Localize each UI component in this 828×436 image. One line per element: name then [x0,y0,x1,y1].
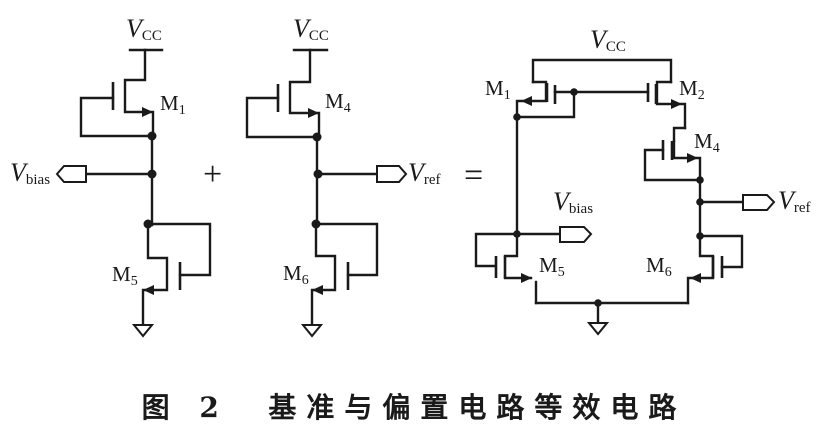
arrow-icon [312,285,323,295]
label-m4-right: M4 [694,129,720,156]
ground-icon [300,324,324,338]
label-m1-right: M1 [485,76,511,103]
left-circuit: VCC M1 Vbias M5 [10,14,212,338]
vbias-label-left: Vbias [10,158,50,188]
label-m1-left: M1 [160,91,186,118]
arrow-icon [687,153,698,163]
vcc-label-mid: VCC [293,14,329,44]
arrow-icon [690,273,701,283]
ground-icon [131,324,155,338]
vbias-port [55,165,87,183]
arrow-icon [521,273,532,283]
arrow-icon [671,99,682,109]
label-m4-mid: M4 [325,89,351,116]
transistor-m5-right [474,232,538,305]
transistor-m5-left [141,222,212,327]
figure-title: 基准与偏置电路等效电路 [268,391,687,424]
middle-circuit: VCC M4 Vref M6 [245,14,441,338]
vcc-label-right: VCC [590,25,626,55]
transistor-m6-right [686,234,744,305]
label-m6-right: M6 [646,253,672,280]
figure-caption: 图 2 基准与偏置电路等效电路 [0,386,828,426]
vref-label-right: Vref [778,186,811,216]
equals-operator: = [464,157,483,194]
figure-label: 图 2 [141,391,229,424]
transistor-m6-mid [310,222,379,327]
arrow-icon [142,107,153,117]
vcc-rail-right [531,58,673,84]
ground-icon [586,322,610,336]
transistor-m2-right [646,80,687,130]
label-m5-right: M5 [539,253,565,280]
vref-port [376,165,408,183]
transistor-m4-mid [245,48,321,139]
vref-label-mid: Vref [408,158,441,188]
transistor-m1-right [515,80,576,119]
label-m6-mid: M6 [283,261,309,288]
label-m5-left: M5 [112,262,138,289]
transistor-m1-left [79,48,155,138]
vbias-label-right: Vbias [553,187,593,217]
vbias-port-right [559,226,593,243]
arrow-icon [308,108,319,118]
arrow-icon [521,96,532,106]
vcc-label-left: VCC [126,14,162,44]
circuit-diagram: VCC M1 Vbias M5 + VCC [10,14,811,338]
right-circuit: VCC M1 M2 M4 [474,25,811,336]
vref-port-right [742,194,776,211]
arrow-icon [143,285,154,295]
label-m2-right: M2 [679,76,705,103]
plus-operator: + [203,156,222,193]
transistor-m4-right [643,126,702,182]
